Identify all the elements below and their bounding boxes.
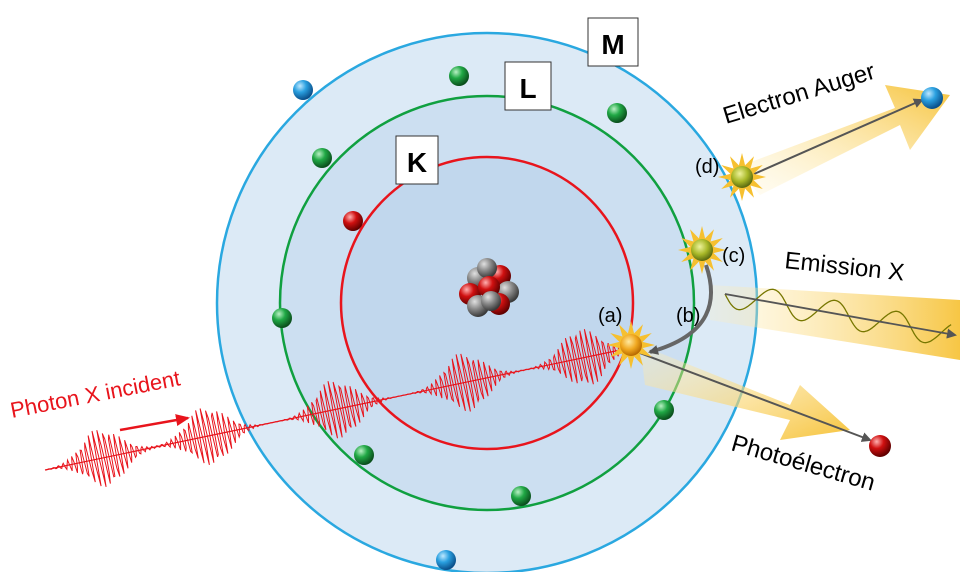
electron-l-6 xyxy=(354,445,374,465)
k-shell-label: K xyxy=(395,135,439,185)
emission-x-arrow xyxy=(724,293,957,339)
step-a-label: (a) xyxy=(598,305,622,327)
auger-label: Electron Auger xyxy=(720,58,878,130)
electron-l-7 xyxy=(511,486,531,506)
auger-beam xyxy=(735,85,950,195)
svg-text:K: K xyxy=(407,147,427,178)
photoelectron-label: Photoélectron xyxy=(728,430,878,497)
electron-l-5 xyxy=(654,400,674,420)
l-shell-label: L xyxy=(504,61,552,111)
incident-photon-label: Photon X incident xyxy=(8,365,182,422)
emission-x-wave xyxy=(724,288,952,344)
nucleus-cluster-icon xyxy=(459,258,519,317)
emission-label: Emission X xyxy=(783,247,905,286)
auger-electron xyxy=(921,87,943,109)
electron-l-3 xyxy=(312,148,332,168)
photoelectron xyxy=(869,435,891,457)
step-c-label: (c) xyxy=(722,245,745,267)
starburst-icon-a xyxy=(607,321,655,369)
electron-l-2 xyxy=(607,103,627,123)
starburst-icon-c xyxy=(678,226,726,274)
incident-photon-wave xyxy=(44,329,631,488)
step-b-label: (b) xyxy=(676,305,700,327)
electron-m-2 xyxy=(436,550,456,570)
electron-k-1 xyxy=(343,211,363,231)
electron-l-4 xyxy=(272,308,292,328)
electron-l-1 xyxy=(449,66,469,86)
auger-electron-arrow xyxy=(744,98,924,179)
k-shell-orbit xyxy=(339,155,635,451)
starburst-icon-d xyxy=(718,153,766,201)
l-shell-orbit xyxy=(278,94,696,512)
photoelectron-arrow xyxy=(631,349,872,442)
svg-text:M: M xyxy=(601,29,624,60)
svg-text:L: L xyxy=(519,73,536,104)
m-shell-label: M xyxy=(587,17,639,67)
step-d-label: (d) xyxy=(695,156,719,178)
electron-m-1 xyxy=(293,80,313,100)
transition-b-arrow xyxy=(648,264,714,355)
incident-direction-arrow xyxy=(119,414,190,432)
emission-beam xyxy=(710,285,960,360)
